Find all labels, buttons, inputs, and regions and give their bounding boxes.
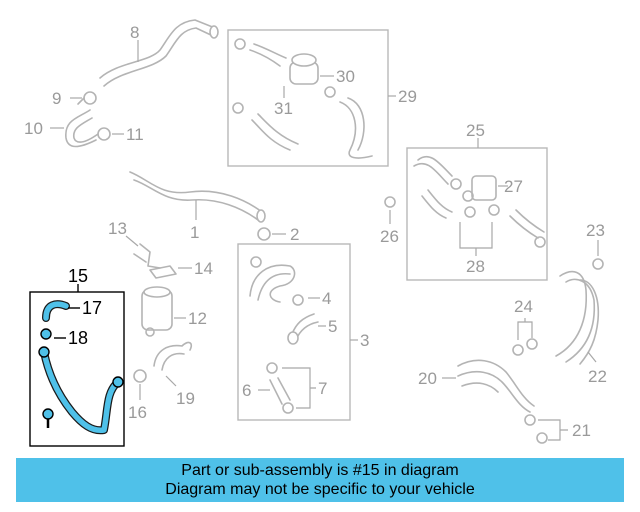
part-20-hose[interactable] bbox=[457, 359, 535, 413]
part-24-clamps[interactable] bbox=[512, 338, 538, 356]
part-21-clamps[interactable] bbox=[524, 414, 548, 444]
callout-26: 26 bbox=[380, 227, 399, 246]
part-26-clamp[interactable] bbox=[384, 196, 396, 208]
bolt-icon bbox=[42, 408, 54, 428]
part-25-assembly[interactable] bbox=[413, 155, 546, 248]
part-2-clamp[interactable] bbox=[257, 227, 271, 241]
part-19-hose[interactable] bbox=[153, 341, 193, 371]
callout-28: 28 bbox=[466, 257, 485, 276]
part-18-clamp[interactable] bbox=[40, 328, 52, 340]
banner-line-2: Diagram may not be specific to your vehi… bbox=[165, 481, 475, 498]
part-9-clamp[interactable] bbox=[77, 91, 97, 105]
callout-30: 30 bbox=[336, 67, 355, 86]
callout-18: 18 bbox=[68, 328, 88, 348]
part-22-pipes[interactable] bbox=[555, 270, 600, 365]
callout-10: 10 bbox=[24, 119, 43, 138]
callout-16: 16 bbox=[128, 403, 147, 422]
part-12-pump[interactable] bbox=[141, 286, 173, 337]
callout-3: 3 bbox=[360, 331, 369, 350]
part-11-clamp[interactable] bbox=[97, 127, 111, 141]
info-banner: Part or sub-assembly is #15 in diagram D… bbox=[16, 458, 624, 502]
callout-2: 2 bbox=[290, 225, 299, 244]
callout-27: 27 bbox=[504, 177, 523, 196]
callout-12: 12 bbox=[188, 309, 207, 328]
part-3-hoses[interactable] bbox=[249, 256, 319, 414]
callout-11: 11 bbox=[126, 125, 144, 144]
callout-31: 31 bbox=[274, 99, 293, 118]
part-23-clamp[interactable] bbox=[592, 258, 604, 270]
callout-13: 13 bbox=[108, 219, 127, 238]
callout-21: 21 bbox=[572, 421, 591, 440]
callout-4: 4 bbox=[322, 289, 331, 308]
callout-9: 9 bbox=[52, 89, 61, 108]
callout-23: 23 bbox=[586, 221, 605, 240]
callout-8: 8 bbox=[130, 23, 139, 42]
part-1-pipe[interactable] bbox=[129, 171, 266, 223]
part-16-clamp[interactable] bbox=[133, 369, 147, 383]
callout-17: 17 bbox=[82, 298, 102, 318]
callout-7: 7 bbox=[318, 379, 327, 398]
part-8-hose[interactable] bbox=[99, 19, 219, 87]
callout-19: 19 bbox=[176, 389, 195, 408]
callout-29: 29 bbox=[398, 87, 417, 106]
callout-1: 1 bbox=[190, 223, 199, 242]
callout-20: 20 bbox=[418, 369, 437, 388]
part-14-bracket[interactable] bbox=[149, 265, 177, 279]
callout-24: 24 bbox=[514, 297, 533, 316]
callout-5: 5 bbox=[328, 317, 337, 336]
part-15-coolant-hose[interactable] bbox=[38, 346, 124, 435]
callout-6: 6 bbox=[242, 381, 251, 400]
part-13-bracket[interactable] bbox=[133, 243, 161, 269]
banner-line-1: Part or sub-assembly is #15 in diagram bbox=[181, 462, 459, 479]
group-box-25 bbox=[406, 147, 548, 281]
part-29-hoses[interactable] bbox=[232, 38, 373, 159]
callout-14: 14 bbox=[194, 259, 213, 278]
callout-15: 15 bbox=[68, 266, 88, 286]
part-17-hose[interactable] bbox=[42, 300, 70, 322]
callout-22: 22 bbox=[588, 367, 607, 386]
part-10-hose[interactable] bbox=[65, 109, 99, 148]
callout-25: 25 bbox=[466, 121, 485, 140]
